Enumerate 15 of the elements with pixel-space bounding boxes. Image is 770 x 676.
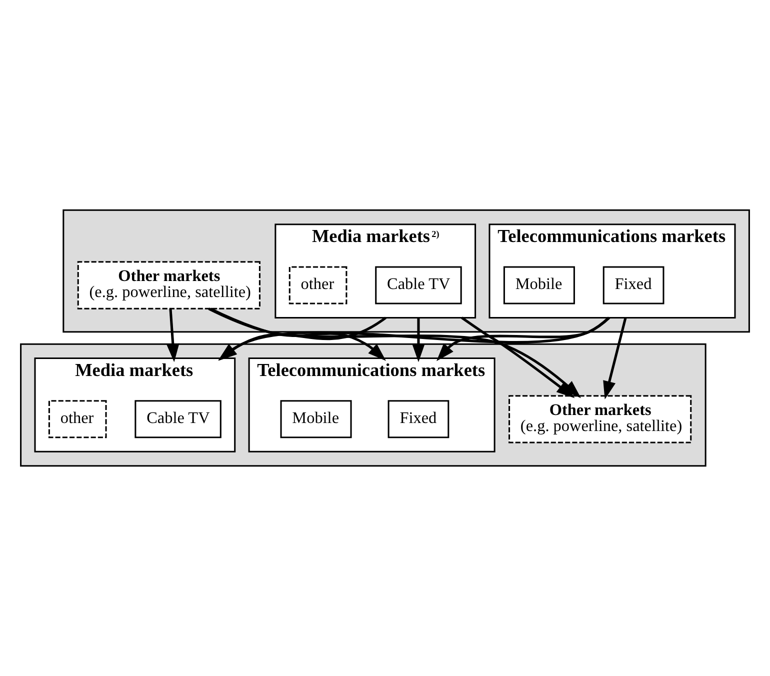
node-box: Other markets (e.g. powerline, satellite) [77, 261, 260, 310]
node-box: other [48, 400, 107, 438]
cluster [62, 209, 750, 333]
node-box: Other markets (e.g. powerline, satellite) [508, 395, 692, 444]
node-box: Cable TV [134, 400, 222, 438]
node-box: Fixed [388, 400, 450, 438]
arrow [412, 318, 425, 362]
node-box: Cable TV [375, 266, 462, 304]
arrow [603, 317, 627, 400]
arrow [436, 316, 610, 362]
node-box: Mobile [280, 400, 352, 438]
node-box: Mobile [503, 266, 575, 304]
node-box: Fixed [602, 266, 664, 304]
node-box: other [288, 266, 348, 304]
arrow [166, 308, 180, 362]
